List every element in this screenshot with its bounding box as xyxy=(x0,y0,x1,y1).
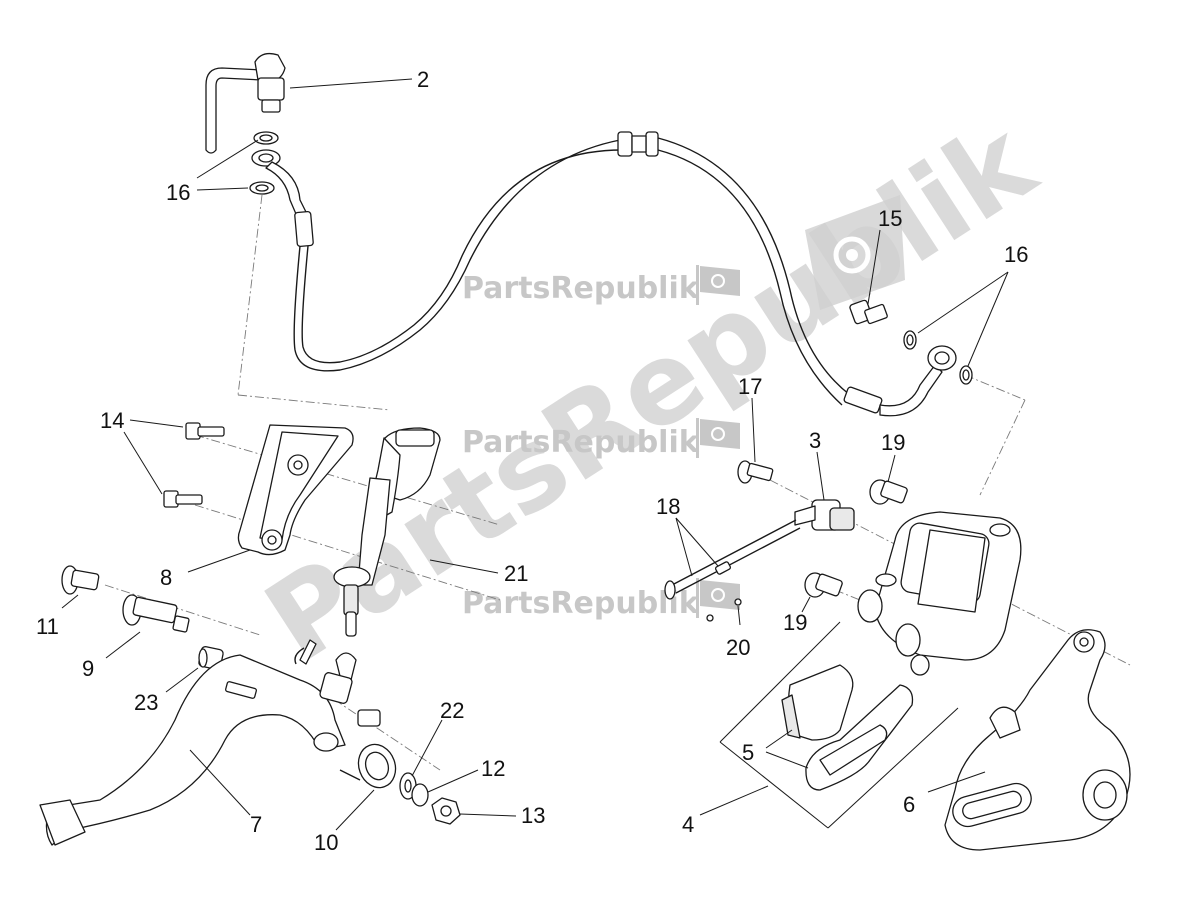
watermark-row-3: PartsRepublik xyxy=(462,578,740,621)
part-19-bolt-lower xyxy=(804,572,843,598)
part-clip-pin-small xyxy=(294,639,317,665)
callout-15: 15 xyxy=(878,206,902,231)
part-9-pivot-bolt xyxy=(122,594,190,633)
watermark-text-3: PartsRepublik xyxy=(462,586,700,621)
callout-19-upper: 19 xyxy=(881,430,905,455)
callout-16-lower: 16 xyxy=(1004,242,1028,267)
callout-17: 17 xyxy=(738,374,762,399)
part-20-clip xyxy=(706,598,742,622)
part-19-bolt-upper xyxy=(869,479,908,505)
callout-9: 9 xyxy=(82,656,94,681)
callout-16-upper: 16 xyxy=(166,180,190,205)
callout-3: 3 xyxy=(809,428,821,453)
callout-2: 2 xyxy=(417,67,429,92)
part-14-screws xyxy=(163,422,225,508)
callout-10: 10 xyxy=(314,830,338,855)
callout-19-lower: 19 xyxy=(783,610,807,635)
part-10-return-spring xyxy=(339,743,397,789)
callout-20: 20 xyxy=(726,635,750,660)
callout-18: 18 xyxy=(656,494,680,519)
part-11-pin xyxy=(61,565,100,595)
callout-13: 13 xyxy=(521,803,545,828)
watermark-text-2: PartsRepublik xyxy=(462,425,700,460)
callout-4: 4 xyxy=(682,812,694,837)
watermark-text-1: PartsRepublik xyxy=(462,271,700,306)
part-13-nut xyxy=(431,797,461,825)
callout-14: 14 xyxy=(100,408,124,433)
callout-8: 8 xyxy=(160,565,172,590)
part-18-sensor-lead xyxy=(664,519,801,600)
callout-7: 7 xyxy=(250,812,262,837)
brake-hose xyxy=(251,131,957,417)
watermark-row-1: PartsRepublik xyxy=(462,265,740,306)
watermark-gear-large xyxy=(805,195,905,310)
watermark-row-2: PartsRepublik xyxy=(462,418,740,460)
callout-numbers: 2 16 15 16 14 17 3 19 18 8 21 20 19 11 9… xyxy=(36,67,1028,855)
part-2-hose-fitting xyxy=(205,52,286,154)
brake-caliper xyxy=(857,511,1022,676)
leader-lines xyxy=(61,78,1009,831)
part-4-pad-kit-bracket xyxy=(719,621,959,829)
part-8-guard-plate xyxy=(237,424,354,556)
callout-11: 11 xyxy=(36,614,59,639)
part-7-brake-pedal xyxy=(39,654,346,846)
callout-12: 12 xyxy=(481,756,505,781)
part-5-brake-pads xyxy=(781,664,914,791)
part-15-banjo-bolt xyxy=(849,299,888,325)
part-12-washer xyxy=(411,783,429,807)
callout-21: 21 xyxy=(504,561,528,586)
callout-23: 23 xyxy=(134,690,158,715)
callout-6: 6 xyxy=(903,792,915,817)
callout-5: 5 xyxy=(742,740,754,765)
part-21-master-cylinder xyxy=(333,427,441,637)
part-6-caliper-bracket xyxy=(944,629,1131,851)
part-clevis xyxy=(319,652,381,727)
callout-22: 22 xyxy=(440,698,464,723)
part-17-screw xyxy=(737,460,774,484)
part-16-copper-washers-upper xyxy=(249,131,279,195)
part-3-sensor xyxy=(794,499,855,531)
part-16-copper-washers-lower xyxy=(903,330,973,385)
